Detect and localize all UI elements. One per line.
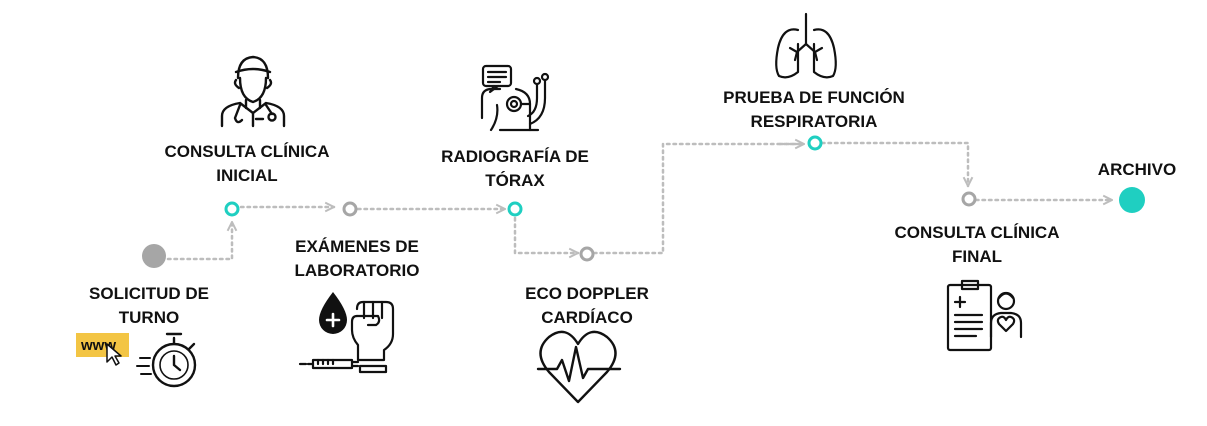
marker-consulta-final xyxy=(961,191,977,207)
connector-radiografia-to-eco xyxy=(513,216,580,253)
marker-archivo xyxy=(1119,187,1145,213)
chest-xray-stethoscope-icon xyxy=(480,64,550,132)
label-examenes-laboratorio: EXÁMENES DE LABORATORIO xyxy=(294,237,420,280)
marker-consulta-inicial xyxy=(224,201,240,217)
label-prueba-funcion-respiratoria: PRUEBA DE FUNCIÓN RESPIRATORIA xyxy=(723,88,905,131)
lungs-icon xyxy=(775,12,837,79)
label-consulta-clinica-final: CONSULTA CLÍNICA FINAL xyxy=(894,223,1060,266)
marker-eco-doppler xyxy=(579,246,595,262)
heart-pulse-icon xyxy=(536,330,622,404)
blood-drop-fist-syringe-icon xyxy=(298,292,395,374)
connector-prueba-to-final xyxy=(820,141,968,188)
label-solicitud-turno: SOLICITUD DE TURNO xyxy=(89,284,209,327)
marker-solicitud xyxy=(142,244,166,268)
clipboard-patient-icon xyxy=(946,279,1023,352)
connector-turno-to-consulta xyxy=(166,220,232,261)
marker-examenes xyxy=(342,201,358,217)
marker-radiografia xyxy=(507,201,523,217)
www-stopwatch-icon: www xyxy=(76,332,197,388)
connector-eco-to-prueba xyxy=(592,142,804,255)
label-radiografia-torax: RADIOGRAFÍA DE TÓRAX xyxy=(441,147,589,190)
label-archivo: ARCHIVO xyxy=(1097,160,1177,179)
label-consulta-clinica-inicial: CONSULTA CLÍNICA INICIAL xyxy=(164,142,330,185)
label-eco-doppler-cardiaco: ECO DOPPLER CARDÍACO xyxy=(525,284,649,327)
marker-prueba-respiratoria xyxy=(807,135,823,151)
doctor-icon xyxy=(220,55,286,128)
